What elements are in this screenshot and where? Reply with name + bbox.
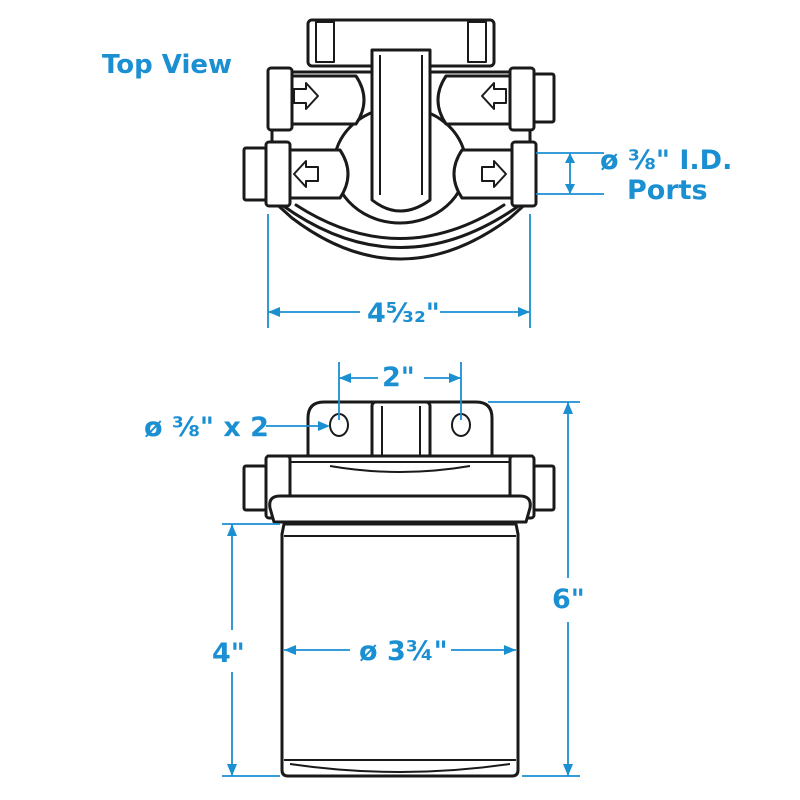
top-view-dimensions <box>267 152 604 328</box>
side-view-drawing <box>242 400 556 778</box>
top-view-drawing <box>242 18 556 261</box>
top-view-title: Top View <box>102 50 233 80</box>
overall-height-label: 6" <box>552 584 585 615</box>
ports-label-line2: Ports <box>627 175 708 206</box>
width-dimension-label: 4⁵⁄₃₂" <box>367 298 440 329</box>
body-diameter-label: ø 3¾" <box>356 638 451 665</box>
ports-label-line1: ø ⅜" I.D. <box>600 145 733 176</box>
side-view-dimensions <box>222 362 580 777</box>
body-height-label: 4" <box>212 638 245 669</box>
mount-holes-label: ø ⅜" x 2 <box>144 412 269 443</box>
mount-spacing-label: 2" <box>382 362 415 393</box>
